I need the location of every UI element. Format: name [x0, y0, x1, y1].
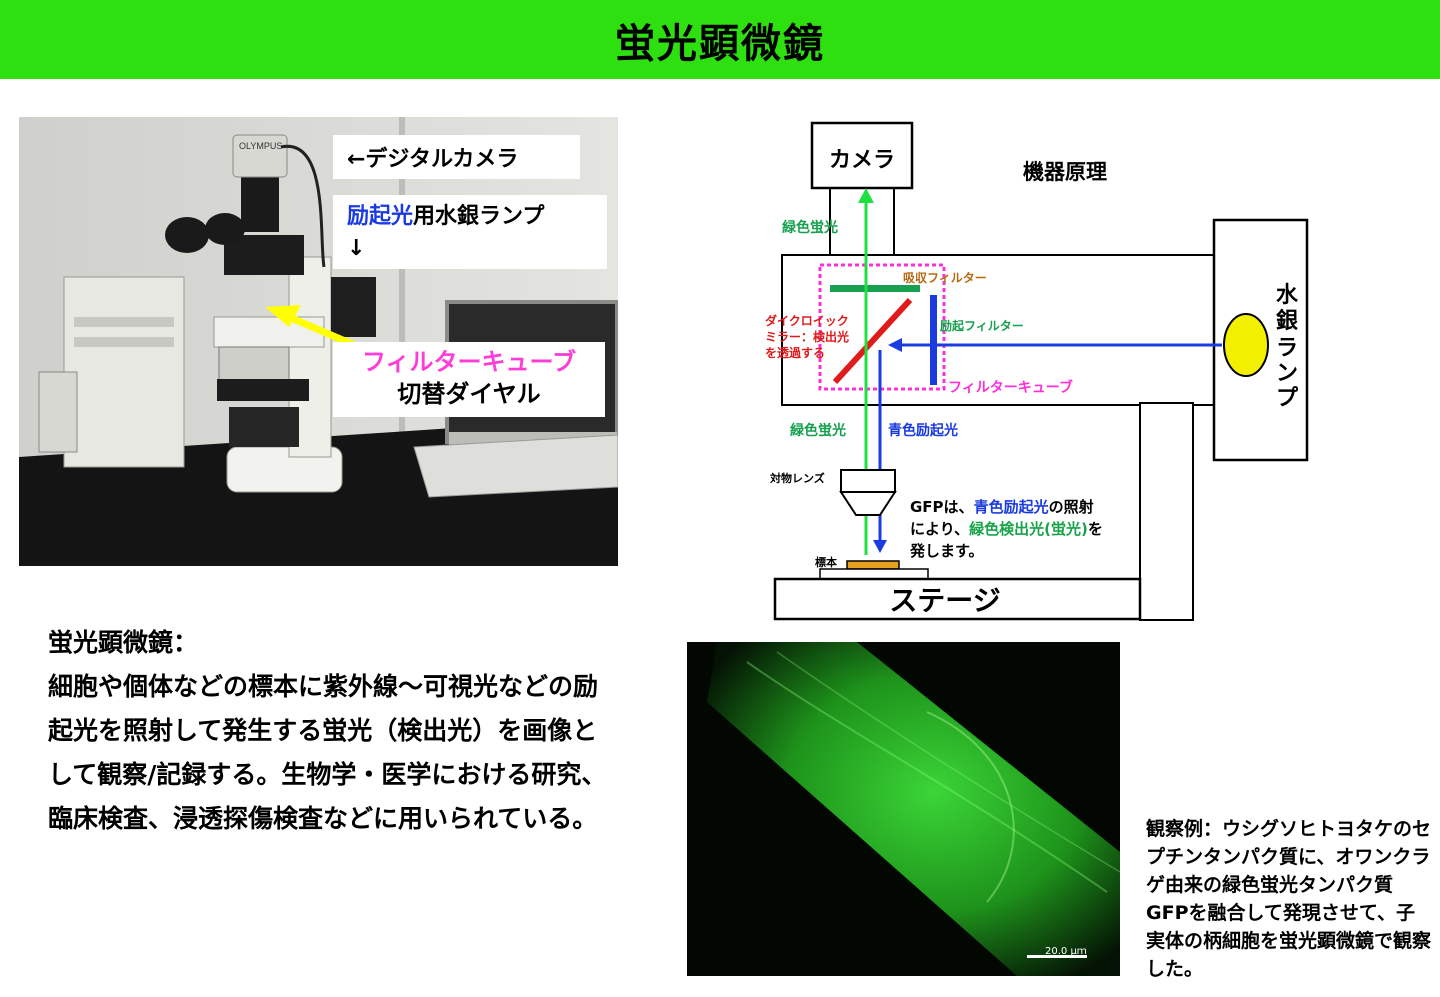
fluorescence-micrograph: 20.0 μｍ	[687, 642, 1120, 976]
lamp-callout-arrow: ↓	[347, 236, 366, 261]
excitation-filter	[930, 295, 937, 385]
filter-cube-label: フィルターキューブ	[948, 379, 1073, 396]
absorption-filter-label: 吸収フィルター	[903, 271, 987, 285]
filter-callout-line2: 切替ダイヤル	[397, 380, 541, 408]
specimen	[846, 560, 900, 570]
camera-box	[810, 121, 914, 190]
blue-excite-label: 青色励起光	[888, 422, 958, 439]
dichroic-label-2: ミラー：検出光	[765, 329, 849, 344]
diagram-title: 機器原理	[1023, 160, 1107, 184]
description: 蛍光顕微鏡： 細胞や個体などの標本に紫外線～可視光などの励起光を照射して発生する…	[48, 621, 608, 841]
filter-callout-line1: フィルターキューブ	[361, 348, 577, 376]
page-title: 蛍光顕微鏡	[615, 20, 825, 67]
dichroic-mirror	[832, 297, 913, 385]
gfp-note-line3: 発します。	[909, 542, 984, 560]
lamp-label-2: 銀	[1276, 309, 1298, 334]
micrograph-caption: 観察例：ウシグソヒトヨタケのセプチンタンパク質に、オワンクラゲ由来の緑色蛍光タン…	[1146, 818, 1432, 980]
filter-cube-outline	[818, 263, 946, 391]
description-body: 細胞や個体などの標本に紫外線～可視光などの励起光を照射して発生する蛍光（検出光）…	[48, 672, 607, 833]
specimen-label: 標本	[815, 555, 837, 569]
lamp-label-4: ン	[1276, 361, 1298, 386]
dichroic-label-3: を透過する	[765, 345, 825, 360]
filter-callout: フィルターキューブ 切替ダイヤル	[333, 342, 605, 417]
description-heading: 蛍光顕微鏡：	[48, 628, 199, 657]
excitation-filter-label: 励起フィルター	[940, 318, 1024, 333]
slide	[819, 568, 929, 580]
microscope-photo: OLYMPUS ←デジタルカメラ 励起光用水銀ランプ ↓ フィルターキューブ 切…	[19, 117, 618, 566]
absorption-filter	[830, 285, 920, 292]
camera-box-label: カメラ	[829, 148, 895, 173]
lamp-label-1: 水	[1276, 283, 1299, 308]
dichroic-label-1: ダイクロイック	[765, 313, 849, 328]
housing-box	[781, 254, 1217, 406]
objective-label: 対物レンズ	[769, 471, 825, 485]
pillar	[1139, 402, 1194, 621]
camera-callout-text: ←デジタルカメラ	[347, 147, 519, 172]
gfp-note-line2: により、緑色検出光(蛍光)を	[910, 520, 1103, 538]
scale-bar-label: 20.0 μｍ	[1045, 946, 1087, 957]
lamp-callout: 励起光用水銀ランプ ↓	[333, 195, 607, 269]
lamp-callout-accent: 励起光	[347, 204, 414, 229]
stage	[773, 577, 1142, 621]
lamp-label-5: プ	[1276, 386, 1299, 411]
camera-brand: OLYMPUS	[239, 141, 282, 151]
objective-body	[840, 469, 896, 493]
lamp-label-3: ラ	[1276, 336, 1298, 361]
stage-label: ステージ	[889, 584, 1000, 617]
gfp-note-line1: GFPは、青色励起光の照射	[910, 498, 1094, 516]
objective-tip	[839, 491, 897, 516]
lamp-callout-rest: 用水銀ランプ	[413, 204, 545, 229]
green-bottom-label: 緑色蛍光	[790, 422, 846, 439]
camera-callout: ←デジタルカメラ	[333, 135, 580, 179]
principle-diagram: カメラ 機器原理 水 銀 ラ ン プ 吸収フィルター 励起フィルター ダイクロイ…	[765, 121, 1309, 621]
green-top-label: 緑色蛍光	[782, 219, 838, 236]
title-banner: 蛍光顕微鏡	[0, 0, 1440, 79]
lamp-bulb	[1223, 313, 1269, 377]
microscope-illustration: OLYMPUS	[19, 117, 618, 566]
micrograph-image: 20.0 μｍ	[687, 642, 1120, 976]
